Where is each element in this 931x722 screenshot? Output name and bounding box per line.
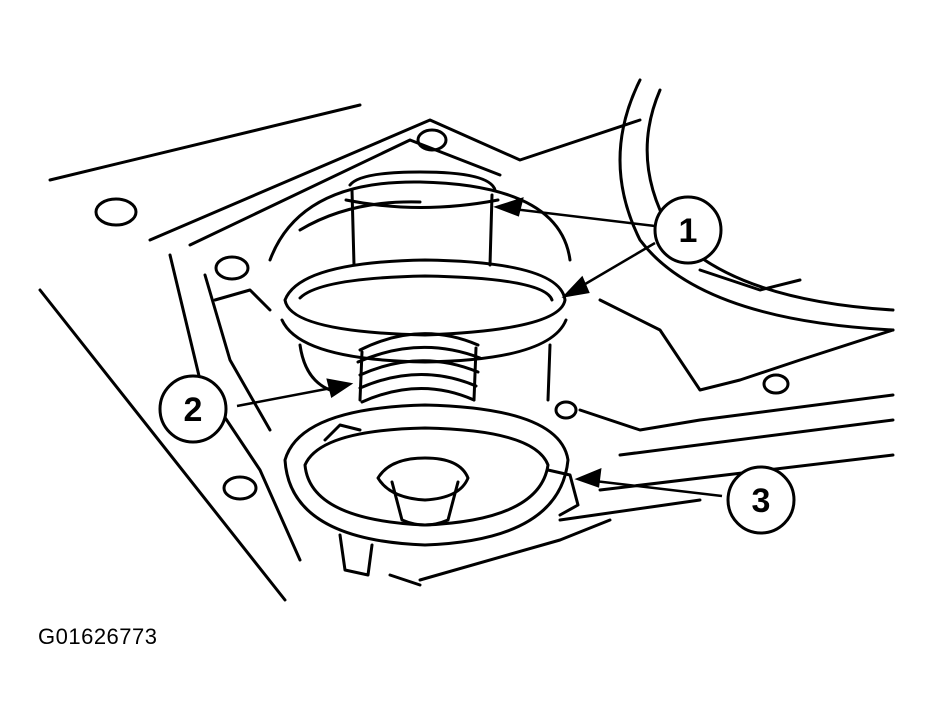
bolt-hole: [94, 197, 138, 227]
piston-body-left: [350, 188, 356, 267]
callout-label-2: 2: [184, 391, 203, 429]
bolt-hole: [214, 255, 250, 281]
retainer-inner: [303, 426, 550, 527]
bolt-hole: [222, 475, 258, 501]
housing-plate-top-edge: [48, 103, 362, 182]
callout-circle-2: [158, 374, 228, 444]
center-boss: [376, 456, 470, 502]
piston-top-rim: [348, 170, 497, 192]
housing-inner-edge-2: [168, 253, 302, 562]
housing-plate-outline: [38, 288, 287, 602]
bore-outline: [268, 180, 572, 262]
callout-circle-1: [653, 195, 723, 265]
bolt-hole: [554, 400, 578, 420]
callout-label-1: 1: [679, 212, 698, 250]
bolt-hole: [762, 373, 790, 395]
piston-body-right: [488, 193, 494, 267]
piston-ring-outer: [283, 258, 567, 337]
housing-inner-edge: [148, 118, 642, 242]
spring: [356, 332, 482, 404]
retainer-tab: [338, 533, 374, 577]
callout-circle-3: [726, 465, 796, 535]
recess-outer: [618, 78, 895, 332]
bolt-hole: [416, 128, 448, 152]
callout-label-3: 3: [752, 482, 771, 520]
figure-code: G01626773: [38, 624, 158, 649]
retainer-outer: [283, 403, 570, 547]
